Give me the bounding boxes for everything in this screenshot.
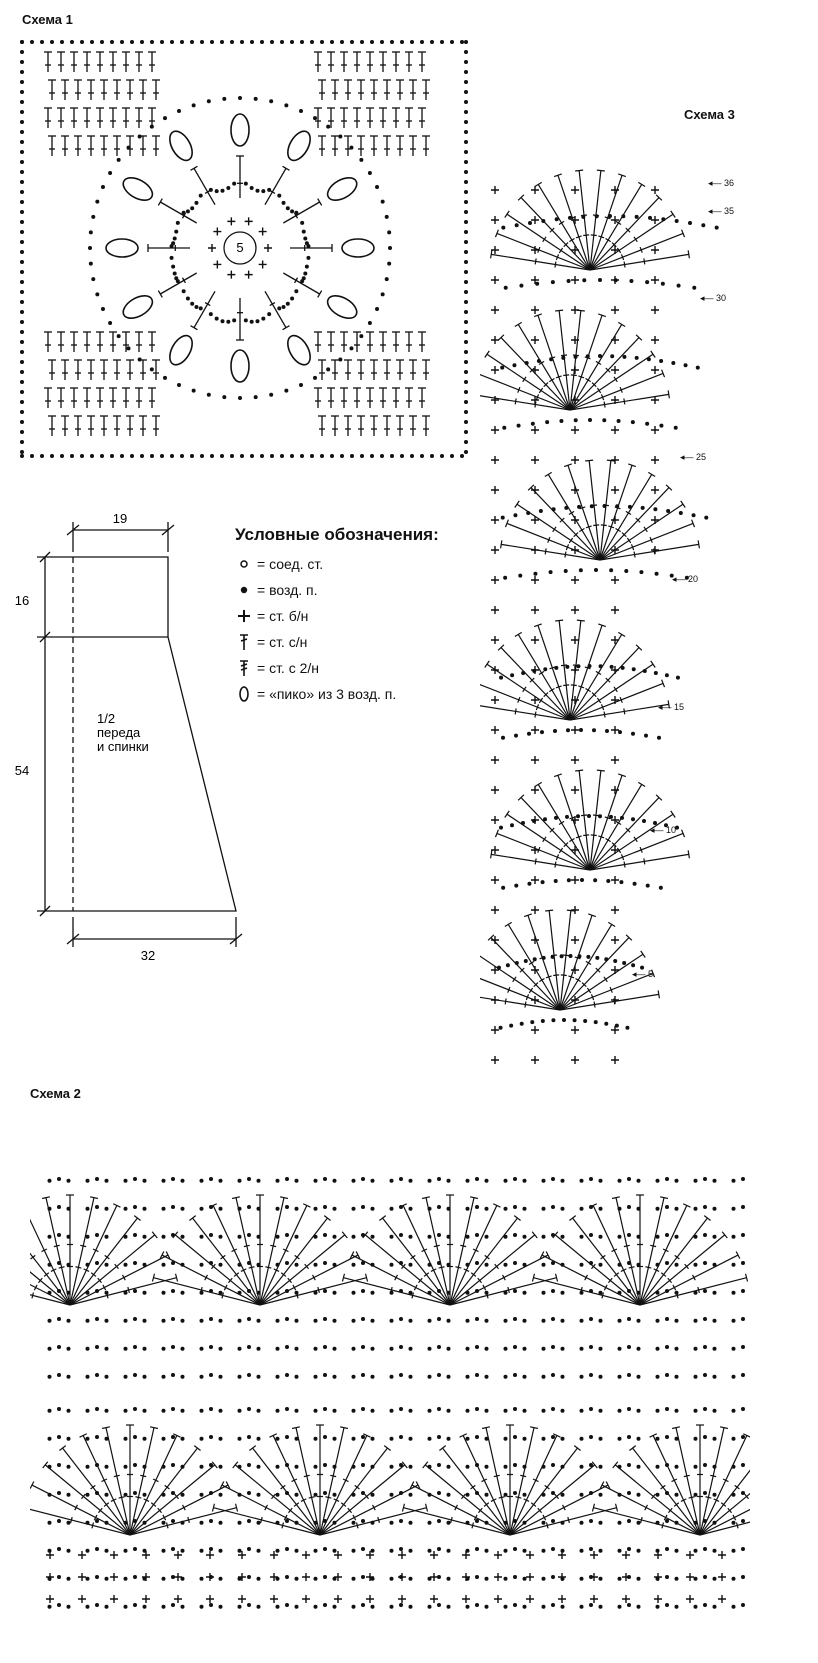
legend-text-sc: = ст. б/н (257, 608, 309, 624)
slip-stitch-icon (235, 559, 253, 569)
row-marker-30: ◂— 30 (700, 293, 727, 303)
dim-height-main: 54 (15, 763, 29, 778)
scheme1-motif-diagram: 5 (20, 40, 468, 458)
scheme2-title: Схема 2 (30, 1086, 81, 1101)
single-crochet-icon (235, 609, 253, 623)
legend-text-picot: = «пико» из 3 возд. п. (257, 686, 397, 702)
scheme3-title: Схема 3 (684, 107, 735, 122)
legend-text-slip: = соед. ст. (257, 556, 324, 572)
legend-item-picot: = «пико» из 3 возд. п. (235, 681, 495, 707)
schematic-caption-1: 1/2 (97, 711, 115, 726)
row-marker-36: ◂— 36 (708, 178, 735, 188)
legend-text-tr: = ст. с 2/н (257, 660, 320, 676)
dim-width-top: 19 (113, 511, 127, 526)
schematic-caption-3: и спинки (97, 739, 149, 754)
picot-icon (235, 685, 253, 703)
scheme1-title: Схема 1 (22, 12, 73, 27)
legend-item-dc: = ст. с/н (235, 629, 495, 655)
legend-title: Условные обозначения: (235, 525, 439, 544)
legend: Условные обозначения: = соед. ст. = возд… (235, 525, 495, 707)
motif-center-label: 5 (236, 240, 243, 255)
schematic-caption-2: переда (97, 725, 141, 740)
chain-stitch-icon (235, 585, 253, 595)
legend-item-tr: = ст. с 2/н (235, 655, 495, 681)
legend-item-chain: = возд. п. (235, 577, 495, 603)
row-marker-25: ◂— 25 (680, 452, 707, 462)
double-crochet-icon (235, 633, 253, 651)
legend-text-dc: = ст. с/н (257, 634, 308, 650)
row-marker-35: ◂— 35 (708, 206, 735, 216)
schematic-top-outline (73, 556, 169, 637)
schematic-main-outline (73, 636, 237, 912)
scheme2-fan-pattern-diagram (30, 1177, 750, 1609)
treble-crochet-icon (235, 659, 253, 677)
legend-item-sc: = ст. б/н (235, 603, 495, 629)
legend-item-slip: = соед. ст. (235, 551, 495, 577)
row-marker-20: ◂— 20 (672, 574, 699, 584)
legend-text-chain: = возд. п. (257, 582, 318, 598)
scheme3-wedge-diagram (480, 169, 719, 1064)
dim-height-top: 16 (15, 593, 29, 608)
garment-schematic: 19 16 54 32 1/2 переда и спинки (15, 511, 243, 963)
row-marker-10: ◂— 10 (650, 825, 677, 835)
dim-width-bottom: 32 (141, 948, 155, 963)
row-marker-5: ◂— 5 (632, 969, 654, 979)
row-marker-15: ◂— 15 (658, 702, 685, 712)
